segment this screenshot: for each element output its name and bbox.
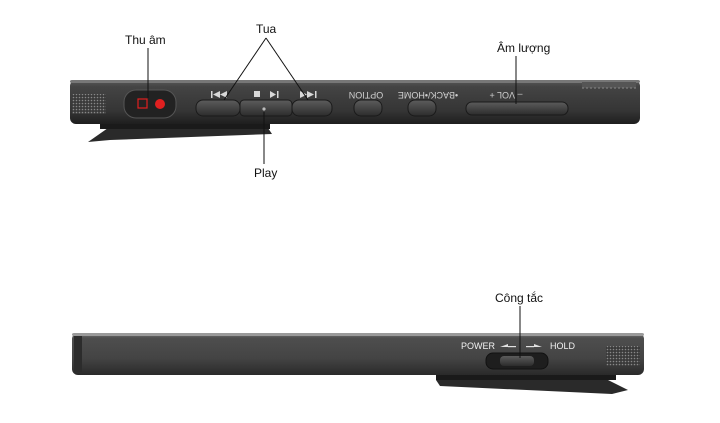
bottom-device-body bbox=[72, 333, 644, 375]
speaker-grille bbox=[72, 94, 106, 114]
record-button bbox=[123, 89, 177, 119]
power-label: POWER bbox=[461, 341, 496, 351]
vol-label: – VOL + bbox=[490, 90, 523, 100]
rewind-button bbox=[195, 99, 241, 117]
play-callout: Play bbox=[254, 166, 278, 180]
speaker-grille-right bbox=[606, 346, 640, 366]
fast-forward-icon bbox=[300, 91, 317, 98]
top-callout-lines bbox=[147, 37, 517, 164]
play-stop-button bbox=[239, 99, 293, 117]
option-label: OPTION bbox=[349, 90, 384, 100]
back-home-label: •BACK/•HOME bbox=[398, 90, 458, 100]
switch-arrows-icon bbox=[500, 344, 542, 348]
rec-dot-icon bbox=[155, 99, 165, 109]
option-button bbox=[353, 99, 383, 117]
play-stop-icon bbox=[254, 91, 279, 98]
hold-label: HOLD bbox=[550, 341, 576, 351]
top-device: OPTION •BACK/•HOME – VOL + bbox=[70, 80, 640, 142]
belt-clip-top bbox=[88, 128, 272, 142]
bottom-device: POWER HOLD bbox=[72, 333, 644, 394]
back-home-button bbox=[407, 99, 437, 117]
fast-forward-button bbox=[291, 99, 333, 117]
seek-callout: Tua bbox=[256, 22, 277, 36]
record-callout: Thu âm bbox=[125, 33, 166, 47]
belt-clip-bottom bbox=[436, 376, 628, 394]
rewind-icon bbox=[211, 91, 227, 98]
switch-callout: Công tắc bbox=[495, 291, 544, 305]
rec-indicator-icon bbox=[137, 98, 148, 109]
volume-callout: Âm lượng bbox=[497, 41, 551, 55]
volume-rocker bbox=[465, 101, 569, 116]
